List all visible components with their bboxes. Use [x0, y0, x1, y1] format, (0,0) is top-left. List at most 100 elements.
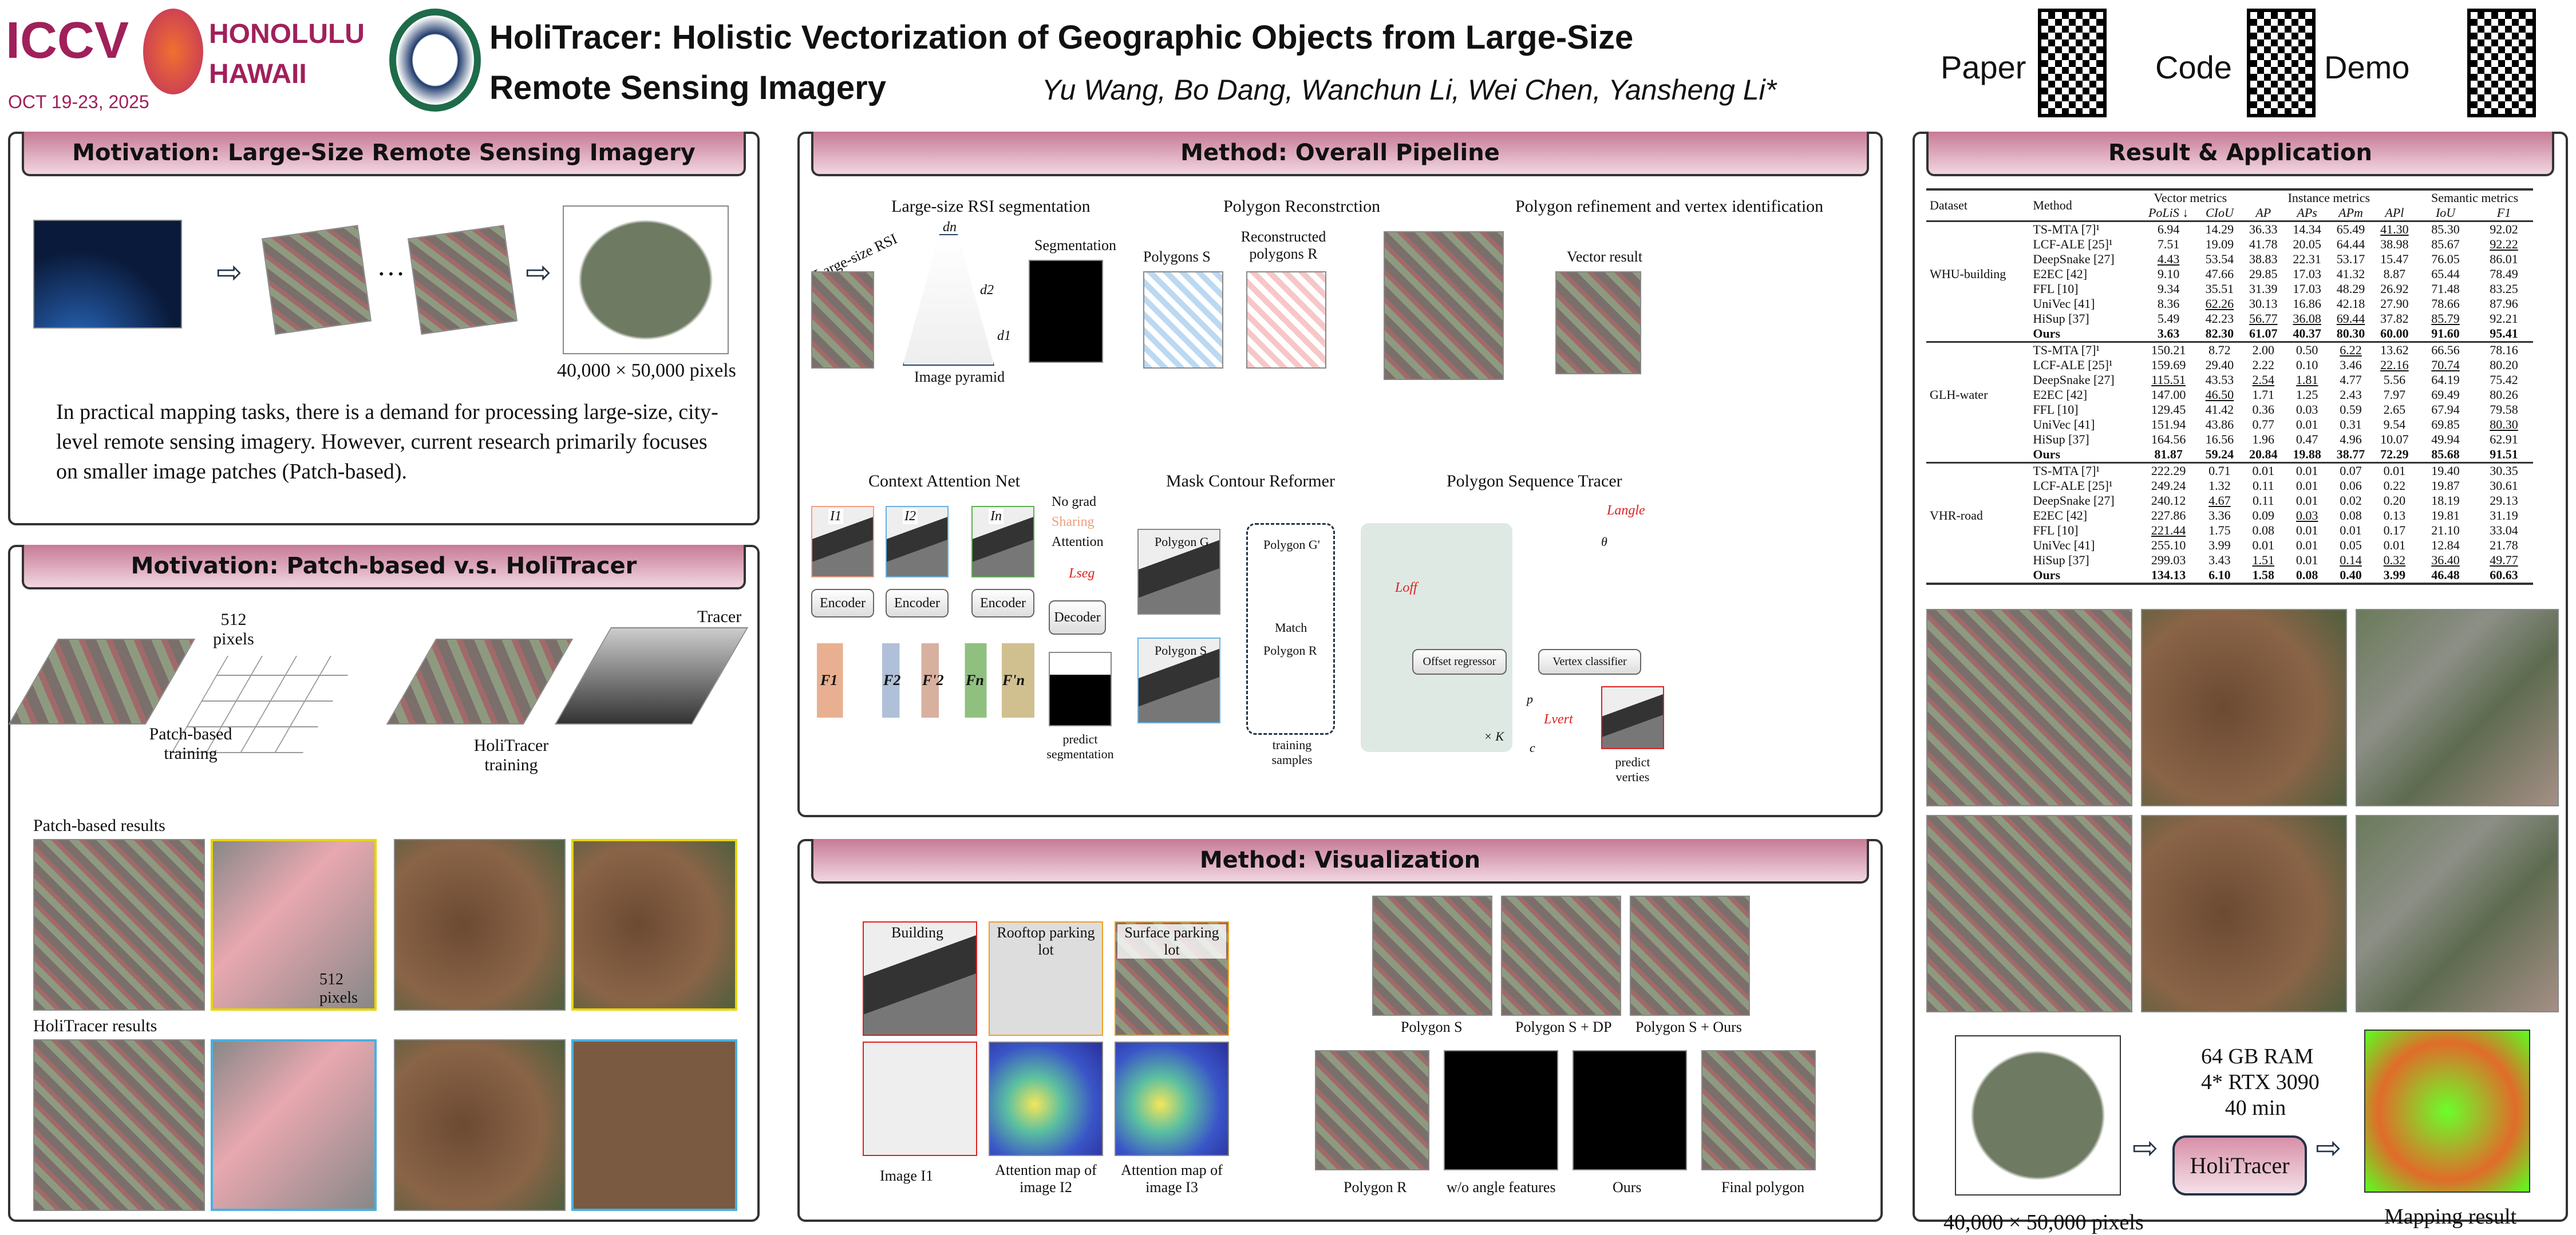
value-cell: 48.29	[2336, 282, 2365, 296]
value-cell: 69.85	[2431, 417, 2460, 432]
holitracer-box: HoliTracer	[2172, 1135, 2307, 1196]
can-title: Context Attention Net	[868, 472, 1020, 490]
vis-caption-i1: Image I1	[880, 1167, 934, 1184]
method-cell: FFL [10]	[2033, 523, 2079, 537]
times-k: × K	[1484, 729, 1504, 743]
link-demo[interactable]: Demo	[2324, 49, 2410, 85]
value-cell: 0.10	[2296, 358, 2318, 372]
value-cell: 29.85	[2249, 267, 2278, 281]
section-title: Motivation: Patch-based v.s. HoliTracer	[22, 545, 746, 589]
value-cell: 92.22	[2490, 237, 2518, 251]
method-cell: LCF-ALE [25]¹	[2033, 237, 2113, 251]
patch-image-1	[261, 224, 372, 335]
dataset-cell	[1926, 373, 2029, 387]
ellipsis: ···	[377, 258, 405, 290]
value-cell: 30.61	[2490, 478, 2518, 493]
dataset-cell	[1926, 493, 2029, 508]
value-cell: 46.50	[2205, 387, 2234, 402]
value-cell: 71.48	[2431, 282, 2460, 296]
value-cell: 1.75	[2208, 523, 2231, 537]
value-cell: 4.67	[2208, 493, 2231, 508]
dataset-cell	[1926, 237, 2029, 252]
results-table: Dataset Method Vector metrics Instance m…	[1926, 191, 2533, 583]
col-method: Method	[2033, 198, 2072, 212]
image-in-label: In	[989, 509, 1003, 524]
method-cell: UniVec [41]	[2033, 538, 2095, 552]
value-cell: 0.01	[2252, 538, 2275, 552]
dataset-cell	[1926, 432, 2029, 447]
value-cell: 0.08	[2252, 523, 2275, 537]
value-cell: 0.02	[2340, 493, 2362, 508]
value-cell: 159.69	[2151, 358, 2186, 372]
holi-result-zoom-1	[211, 1039, 377, 1211]
qr-code-demo-icon[interactable]	[2467, 9, 2536, 117]
conf-place: HONOLULU HAWAII	[209, 19, 365, 89]
value-cell: 42.18	[2336, 296, 2365, 311]
method-cell: HiSup [37]	[2033, 553, 2089, 567]
patch-training-stack	[8, 639, 196, 725]
value-cell: 31.19	[2490, 508, 2518, 522]
dataset-cell	[1926, 252, 2029, 267]
link-code[interactable]: Code	[2155, 49, 2232, 85]
vis-attention-i2	[989, 1042, 1103, 1156]
loss-seg: Lseg	[1069, 566, 1095, 581]
value-cell: 9.10	[2157, 267, 2180, 281]
value-cell: 79.58	[2490, 402, 2518, 417]
value-cell: 1.81	[2296, 373, 2318, 387]
value-cell: 85.30	[2431, 222, 2460, 236]
value-cell: 3.63	[2157, 326, 2180, 341]
method-cell: Ours	[2033, 568, 2061, 582]
value-cell: 60.63	[2490, 568, 2518, 582]
arrow-right-icon: ⇨	[216, 255, 243, 290]
feature-f2-label: F2	[883, 672, 901, 688]
metric-header: APm	[2338, 205, 2363, 220]
value-cell: 6.22	[2329, 341, 2373, 358]
qr-code-paper-icon[interactable]	[2038, 9, 2107, 117]
link-paper[interactable]: Paper	[1941, 49, 2026, 85]
result-image-2	[2141, 609, 2347, 806]
legend-attention: Attention	[1052, 535, 1104, 549]
qr-code-code-icon[interactable]	[2247, 9, 2316, 117]
dataset-cell	[1926, 311, 2029, 326]
pyramid-d1: d1	[997, 328, 1011, 343]
value-cell: 91.51	[2490, 447, 2518, 461]
vis-row2-caption-3: Ours	[1613, 1179, 1642, 1196]
value-cell: 0.01	[2340, 523, 2362, 537]
value-cell: 80.20	[2490, 358, 2518, 372]
method-cell: LCF-ALE [25]¹	[2033, 478, 2113, 493]
dataset-cell	[1926, 417, 2029, 432]
value-cell: 59.24	[2205, 447, 2234, 461]
training-samples-box	[1246, 523, 1335, 735]
value-cell: 164.56	[2151, 432, 2186, 446]
dataset-cell	[1926, 282, 2029, 296]
value-cell: 0.03	[2296, 402, 2318, 417]
value-cell: 85.68	[2431, 447, 2460, 461]
value-cell: 42.23	[2205, 311, 2234, 326]
stage-3-title: Polygon refinement and vertex identifica…	[1515, 197, 1824, 216]
pyramid-label: Image pyramid	[914, 369, 1005, 385]
value-cell: 17.03	[2293, 282, 2321, 296]
holi-results-label: HoliTracer results	[33, 1016, 157, 1035]
app-output-image	[2364, 1030, 2530, 1193]
patch-size-label: 512 pixels	[213, 610, 254, 648]
value-cell: 9.54	[2383, 417, 2406, 432]
value-cell: 222.29	[2139, 462, 2198, 478]
polygons-s-label: Polygons S	[1143, 248, 1211, 265]
conf-date: OCT 19-23, 2025	[8, 92, 149, 112]
value-cell: 30.13	[2249, 296, 2278, 311]
value-cell: 0.77	[2252, 417, 2275, 432]
value-cell: 67.94	[2431, 402, 2460, 417]
value-cell: 6.10	[2208, 568, 2231, 582]
value-cell: 3.36	[2208, 508, 2231, 522]
method-cell: E2EC [42]	[2033, 387, 2088, 402]
value-cell: 19.09	[2205, 237, 2234, 251]
value-cell: 221.44	[2151, 523, 2186, 537]
value-cell: 18.19	[2431, 493, 2460, 508]
